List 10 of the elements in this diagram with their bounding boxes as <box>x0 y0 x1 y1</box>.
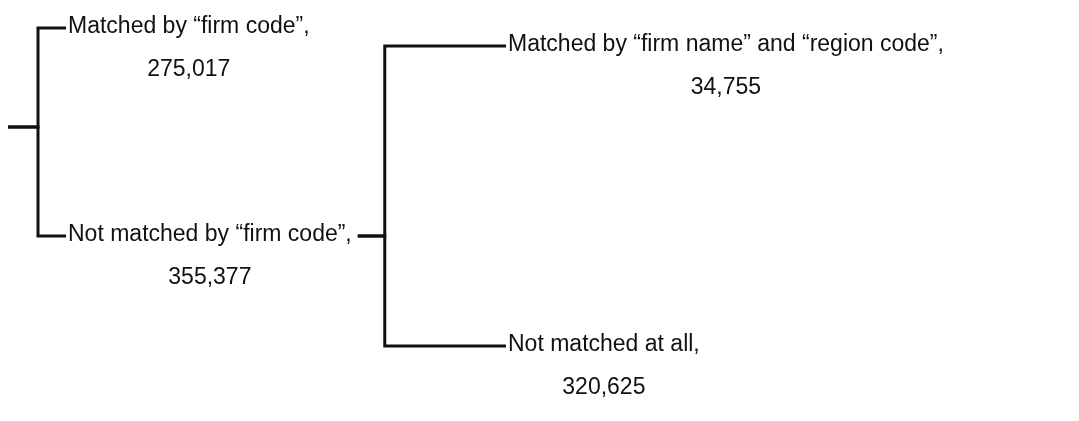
node-label: Matched by “firm name” and “region code”, <box>508 32 944 58</box>
count-value: 275,017 <box>146 57 232 80</box>
bracket-connector <box>8 125 66 238</box>
node-label: Not matched by “firm code”, <box>68 222 352 248</box>
count-value: 34,755 <box>689 75 763 98</box>
node-label: Matched by “firm code”, <box>68 14 310 40</box>
bracket-connector <box>357 234 506 348</box>
node-label: Not matched at all, <box>508 332 700 358</box>
count-value: 355,377 <box>167 265 253 288</box>
count-value: 320,625 <box>561 375 647 398</box>
